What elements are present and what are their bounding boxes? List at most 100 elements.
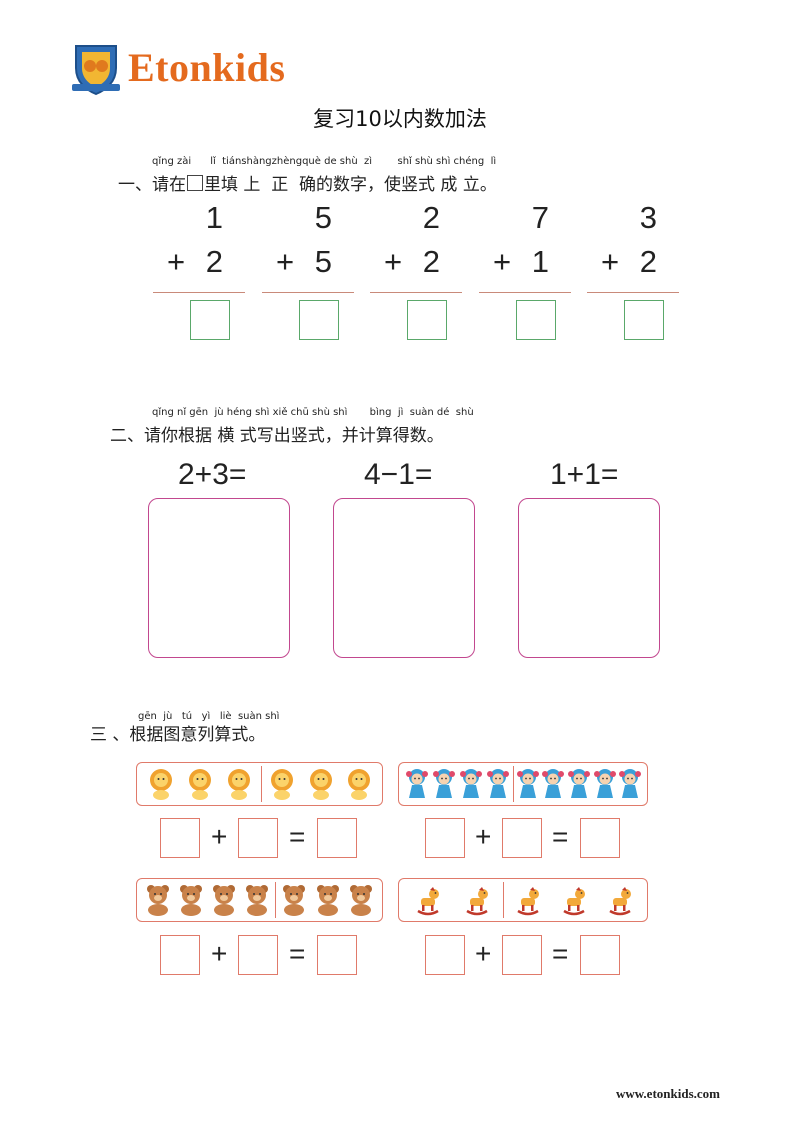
vertical-problem: 2 + 2 [370,200,462,350]
teddy-bear-icon [314,884,342,916]
lion-icon [225,768,253,800]
top-number: 1 [205,200,223,235]
crest-icon [72,45,120,96]
teddy-bear-icon [210,884,238,916]
bottom-number: 2 [205,244,223,279]
teddy-bear-icon [243,884,271,916]
page-title: 复习10以内数加法 [313,107,487,131]
addend-box[interactable] [238,935,278,975]
bottom-number: 2 [422,244,440,279]
sum-line [153,292,245,293]
sum-line [587,292,679,293]
rocking-horse-icon [606,884,634,916]
footer-url: www.etonkids.com [615,1086,720,1101]
addend-box[interactable] [502,818,542,858]
lion-icon [186,768,214,800]
plus-sign: + [384,244,403,279]
teddy-bear-icon [347,884,375,916]
doll-icon [403,768,431,800]
plus-sign: + [276,244,295,279]
vertical-problem: 1 + 2 [153,200,245,350]
equals-sign: = [552,821,569,852]
vertical-problem: 7 + 1 [479,200,571,350]
lion-icon [268,768,296,800]
work-box[interactable] [148,498,290,658]
answer-box[interactable] [299,300,339,340]
lion-icon [345,768,373,800]
section3-instruction: 三 、根据图意列算式。 [90,725,266,745]
plus-sign: + [211,938,228,969]
plus-sign: + [475,938,492,969]
sum-box[interactable] [580,935,620,975]
vertical-problem: 5 + 5 [262,200,354,350]
doll-icon [565,768,593,800]
picture-strip [136,878,383,922]
addend-box[interactable] [502,935,542,975]
doll-icon [430,768,458,800]
section3-pinyin: gēn jù tú yì liè suàn shì [138,711,280,722]
equals-sign: = [289,821,306,852]
picture-strip [136,762,383,806]
teddy-bear-icon [144,884,172,916]
section1-instruction: 一、请在里填 上 正 确的数字，使竖式 成 立。 [118,170,497,195]
top-number: 7 [531,200,549,235]
teddy-bear-icon [177,884,205,916]
lion-icon [307,768,335,800]
picture-strip [398,878,648,922]
doll-icon [591,768,619,800]
rocking-horse-icon [560,884,588,916]
strip-divider [261,766,262,802]
rocking-horse-icon [514,884,542,916]
vertical-problem: 3 + 2 [587,200,679,350]
addend-box[interactable] [425,818,465,858]
doll-icon [616,768,644,800]
section1-pinyin: qǐng zài lǐ tiánshàngzhèngquè de shù zì … [152,156,497,167]
addend-box[interactable] [160,818,200,858]
answer-box[interactable] [190,300,230,340]
rocking-horse-icon [463,884,491,916]
doll-icon [539,768,567,800]
sum-box[interactable] [317,935,357,975]
sum-box[interactable] [317,818,357,858]
addend-box[interactable] [238,818,278,858]
bottom-number: 1 [531,244,549,279]
equals-sign: = [552,938,569,969]
addend-box[interactable] [425,935,465,975]
work-box[interactable] [518,498,660,658]
section2-instruction: 二、请你根据 横 式写出竖式，并计算得数。 [110,426,444,446]
sum-line [262,292,354,293]
strip-divider [503,882,504,918]
answer-box[interactable] [516,300,556,340]
sum-line [370,292,462,293]
logo [68,40,124,96]
picture-strip [398,762,648,806]
section2-pinyin: qǐng nǐ gēn jù héng shì xiě chū shù shì … [152,407,474,418]
plus-sign: + [493,244,512,279]
doll-icon [457,768,485,800]
doll-icon [484,768,512,800]
bottom-number: 5 [314,244,332,279]
bottom-number: 2 [639,244,657,279]
sum-box[interactable] [580,818,620,858]
work-box[interactable] [333,498,475,658]
brand-name: Etonkids [128,45,286,90]
strip-divider [275,882,276,918]
doll-icon [514,768,542,800]
instruction-prefix: 一、请在 [118,175,186,195]
answer-box[interactable] [624,300,664,340]
horizontal-equation: 1+1= [550,458,619,491]
plus-sign: + [601,244,620,279]
teddy-bear-icon [280,884,308,916]
strip-divider [513,766,514,802]
top-number: 2 [422,200,440,235]
lion-icon [147,768,175,800]
instruction-suffix: 里填 上 正 确的数字，使竖式 成 立。 [204,175,497,195]
small-box-icon [187,175,203,191]
top-number: 5 [314,200,332,235]
answer-box[interactable] [407,300,447,340]
equals-sign: = [289,938,306,969]
addend-box[interactable] [160,935,200,975]
horizontal-equation: 2+3= [178,458,247,491]
sum-line [479,292,571,293]
plus-sign: + [211,821,228,852]
